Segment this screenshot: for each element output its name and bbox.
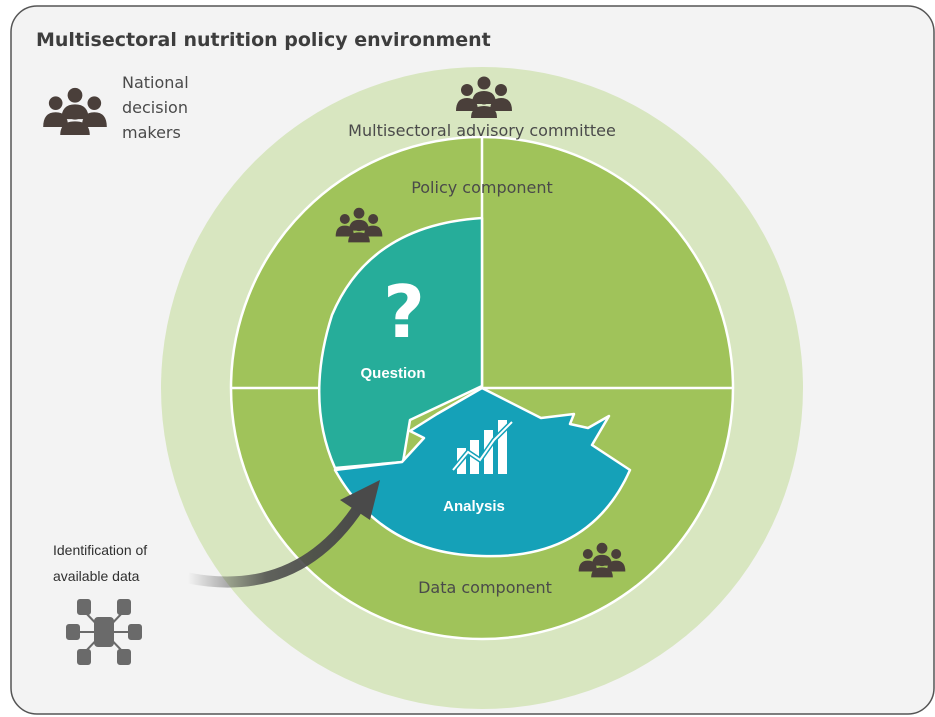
data-identification-label: Identification of available data	[53, 542, 151, 584]
data-component-label: Data component	[418, 578, 552, 597]
database-network-icon	[66, 599, 142, 665]
question-label: Question	[360, 365, 425, 382]
data-flow-arrow	[186, 480, 380, 588]
question-shape	[317, 216, 484, 470]
analysis-shape	[333, 386, 632, 558]
page-title: Multisectoral nutrition policy environme…	[36, 29, 491, 51]
question-mark-icon: ?	[383, 270, 425, 354]
policy-component-label: Policy component	[411, 178, 553, 197]
bar-chart-trend-icon	[451, 420, 514, 474]
decision-makers-label: National decision makers	[122, 73, 194, 142]
advisory-committee-label: Multisectoral advisory committee	[348, 121, 616, 140]
analysis-label: Analysis	[443, 498, 505, 515]
